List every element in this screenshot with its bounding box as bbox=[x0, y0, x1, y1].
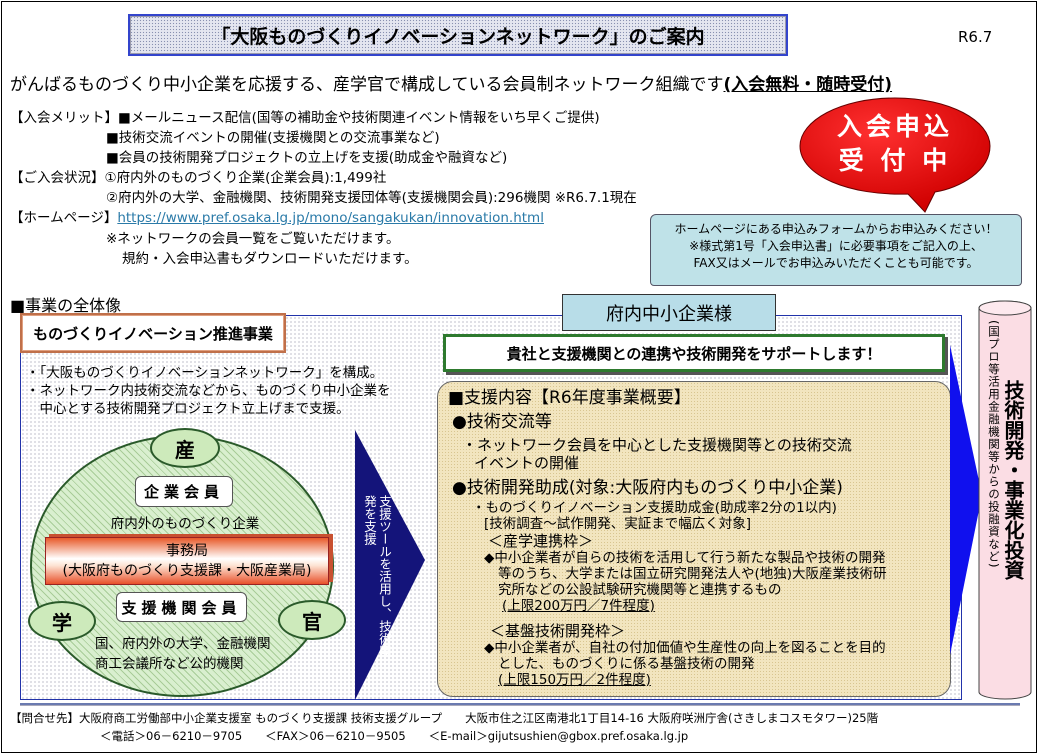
status-label: 【ご入会状況】 bbox=[10, 170, 105, 186]
footer-contact: 【問合せ先】大阪府商工労働部中小企業支援室 ものづくり支援課 技術支援グループ … bbox=[10, 711, 879, 725]
support-members-desc: 国、府内外の大学、金融機関 bbox=[95, 636, 271, 652]
callout-line: 入会申込 bbox=[836, 112, 953, 141]
overview-bullet: ・「大阪ものづくりイノベーションネットワーク」を構成。 bbox=[26, 365, 384, 381]
support-arrow bbox=[355, 430, 425, 700]
support-heading: ■支援内容【R6年度事業概要】 bbox=[448, 388, 691, 408]
homepage-note: 規約・入会申込書もダウンロードいただけます。 bbox=[122, 251, 418, 267]
investment-cylinder bbox=[978, 300, 1032, 700]
frame2-title: ＜基盤技術開発枠＞ bbox=[490, 622, 626, 640]
merit-label: 【入会メリット】 bbox=[10, 110, 118, 126]
frame2-line: とした、ものづくりに係る基盤技術の開発 bbox=[498, 656, 755, 672]
academia-badge: 学 bbox=[28, 601, 96, 641]
frame2-limit-text: (上限150万円／2件程度) bbox=[498, 672, 651, 688]
support-members-box: 支援機関会員 bbox=[116, 592, 247, 622]
support-arrow-text: 支援ツールを活用し、技術開発を支援 bbox=[362, 495, 392, 658]
government-badge: 官 bbox=[278, 600, 346, 640]
revision-label: R6.7 bbox=[958, 28, 993, 46]
footer-fax: ＜FAX＞06－6210－9505 bbox=[265, 729, 406, 743]
company-members-desc: 府内外のものづくり企業 bbox=[110, 516, 260, 532]
footer-contact-details: ＜電話＞06－6210－9705 ＜FAX＞06－6210－9505 ＜E-ma… bbox=[100, 728, 688, 744]
investment-arrow bbox=[950, 345, 982, 655]
company-members-box: 企業会員 bbox=[135, 476, 233, 507]
overview-bullet: ・ネットワーク内技術交流などから、ものづくり中小企業を bbox=[26, 383, 391, 399]
status-item: ①府内外のものづくり企業(企業会員):1,499社 bbox=[104, 170, 387, 186]
banner-line: FAX又はメールでお申込みいただくことも可能です。 bbox=[693, 256, 979, 270]
frame1-line: 究所などの公設試験研究機関等と連携するもの bbox=[498, 582, 782, 598]
status-row: 【ご入会状況】①府内外のものづくり企業(企業会員):1,499社 bbox=[10, 166, 386, 186]
homepage-row: 【ホームページ】https://www.pref.osaka.lg.jp/mon… bbox=[10, 206, 544, 226]
banner-line: ※様式第1号「入会申込書」に必要事項をご記入の上、 bbox=[689, 239, 983, 253]
sme-label: 府内中小企業様 bbox=[562, 294, 776, 331]
slogan-box: 貴社と支援機関との連携や技術開発をサポートします！ bbox=[443, 334, 945, 372]
callout-text: 入会申込受 付 中 bbox=[800, 110, 990, 178]
secretariat-title: 事務局 bbox=[166, 543, 208, 559]
support-content-panel: ■支援内容【R6年度事業概要】 ●技術交流等 ・ネットワーク会員を中心とした支援… bbox=[437, 381, 951, 697]
page-title: 「大阪ものづくりイノベーションネットワーク」のご案内 bbox=[128, 14, 788, 56]
status-item: ②府内外の大学、金融機関、技術開発支援団体等(支援機関会員):296機関 ※R6… bbox=[106, 190, 637, 206]
frame1-limit: (上限200万円／7件程度) bbox=[502, 598, 655, 614]
grant-title: ●技術開発助成(対象:大阪府内ものづくり中小企業) bbox=[452, 478, 843, 498]
exchange-desc: イベントの開催 bbox=[474, 454, 580, 472]
frame2-limit: (上限150万円／2件程度) bbox=[498, 672, 651, 688]
secretariat-bar: 事務局 (大阪府ものづくり支援課・大阪産業局) bbox=[45, 537, 329, 585]
footer-divider bbox=[20, 703, 1020, 706]
banner-line: ホームページにある申込みフォームからお申込みください！ bbox=[674, 222, 998, 236]
lead-main: がんばるものづくり中小企業を応援する、産学官で構成している会員制ネットワーク組織… bbox=[10, 75, 724, 95]
footer-email[interactable]: ＜E-mail＞gijutsushien@gbox.pref.osaka.lg.… bbox=[428, 729, 689, 743]
callout-line: 受 付 中 bbox=[838, 146, 952, 175]
industry-badge: 産 bbox=[150, 428, 220, 468]
homepage-label: 【ホームページ】 bbox=[10, 210, 118, 226]
merit-row: 【入会メリット】■メールニュース配信(国等の補助金や技術関連イベント情報をいち早… bbox=[10, 106, 600, 126]
overview-bullet: 中心とする技術開発プロジェクト立上げまで支援。 bbox=[26, 401, 350, 417]
frame1-line: 等のうち、大学または国立研究開発法人や(地独)大阪産業技術研 bbox=[498, 566, 887, 582]
frame1-line: ◆中小企業者が自らの技術を活用して行う新たな製品や技術の開発 bbox=[484, 550, 886, 566]
secretariat-desc: (大阪府ものづくり支援課・大阪産業局) bbox=[62, 563, 312, 579]
promo-title: ものづくりイノベーション推進事業 bbox=[20, 313, 286, 353]
lead-note: (入会無料・随時受付) bbox=[723, 75, 893, 95]
homepage-link[interactable]: https://www.pref.osaka.lg.jp/mono/sangak… bbox=[117, 210, 544, 226]
overview-heading: ■事業の全体像 bbox=[10, 296, 122, 315]
merit-item: ■メールニュース配信(国等の補助金や技術関連イベント情報をいち早くご提供) bbox=[118, 110, 600, 126]
investment-title: 技術開発・事業化投資 bbox=[1001, 380, 1025, 580]
frame2-line: ◆中小企業者が、自社の付加価値や生産性の向上を図ることを目的 bbox=[484, 640, 886, 656]
investment-subtext: (国プロ等活用金融機関等からの投融資など) bbox=[987, 320, 1001, 569]
callout-bubble-shape bbox=[799, 97, 991, 213]
exchange-desc: ・ネットワーク会員を中心とした支援機関等との技術交流 bbox=[462, 436, 852, 454]
grant-name: ・ものづくりイノベーション支援助成金(助成率2分の1以内) bbox=[472, 500, 837, 516]
grant-scope: [技術調査～試作開発、実証まで幅広く対象] bbox=[484, 516, 752, 532]
lead-text: がんばるものづくり中小企業を応援する、産学官で構成している会員制ネットワーク組織… bbox=[10, 70, 892, 95]
frame1-limit-text: (上限200万円／7件程度) bbox=[502, 598, 655, 614]
footer-phone: ＜電話＞06－6210－9705 bbox=[100, 729, 243, 743]
apply-instructions-banner: ホームページにある申込みフォームからお申込みください！ ※様式第1号「入会申込書… bbox=[650, 214, 1022, 286]
apply-callout: 入会申込受 付 中 bbox=[799, 96, 991, 213]
homepage-note: ※ネットワークの会員一覧をご覧いただけます。 bbox=[106, 231, 400, 247]
frame1-title: ＜産学連携枠＞ bbox=[488, 532, 594, 550]
merit-item: ■技術交流イベントの開催(支援機関との交流事業など) bbox=[106, 130, 440, 146]
support-members-desc: 商工会議所など公的機関 bbox=[95, 656, 244, 672]
merit-item: ■会員の技術開発プロジェクトの立上げを支援(助成金や融資など) bbox=[106, 150, 508, 166]
exchange-title: ●技術交流等 bbox=[452, 412, 552, 432]
